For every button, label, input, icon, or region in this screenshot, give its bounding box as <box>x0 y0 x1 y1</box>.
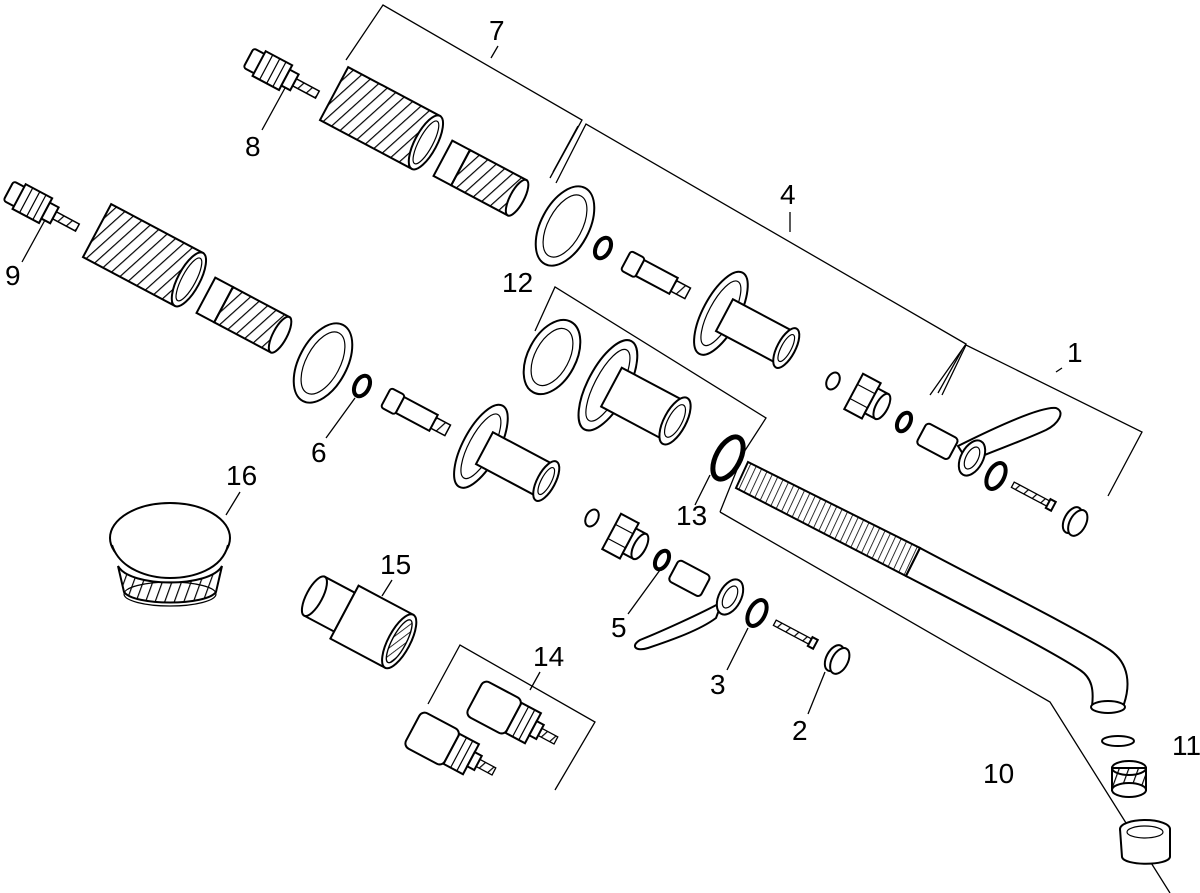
part-2-cap <box>823 644 851 675</box>
leader-2 <box>807 671 826 715</box>
group-7-sleeves-upper <box>318 65 530 217</box>
leader-6 <box>325 397 356 439</box>
leader-9 <box>21 219 46 263</box>
label-13: 13 <box>676 500 707 531</box>
part-12-ring <box>522 318 582 396</box>
part-10-spout <box>734 460 1129 714</box>
group-7-sleeves-lower <box>81 202 293 354</box>
lever-handle-lower <box>633 559 769 651</box>
part-15-adapter <box>300 575 418 670</box>
part-8-cartridge <box>243 48 321 100</box>
flat-ring-upper <box>534 185 596 267</box>
label-15: 15 <box>380 549 411 580</box>
part-3-o-ring <box>745 598 769 628</box>
washer-upper <box>825 371 841 391</box>
bracket-4 <box>555 123 967 396</box>
label-10: 10 <box>983 758 1014 789</box>
valve-body-upper <box>693 270 801 369</box>
label-3: 3 <box>710 669 726 700</box>
leader-8 <box>261 87 286 131</box>
o-ring-upper <box>592 235 614 261</box>
leader-7 <box>490 45 499 59</box>
screw-upper <box>1010 481 1058 513</box>
label-12: 12 <box>502 267 533 298</box>
leader-16 <box>225 491 241 516</box>
leader-14 <box>529 671 541 691</box>
part-9-cartridge <box>3 181 81 233</box>
part-5-o-ring <box>652 548 672 572</box>
cap-upper <box>1061 506 1089 537</box>
flat-ring-lower <box>292 322 354 404</box>
leader-1 <box>1055 367 1063 373</box>
label-5: 5 <box>611 612 627 643</box>
bracket-1 <box>941 344 1143 497</box>
bracket-14 <box>427 644 596 791</box>
part-11-aerator <box>1101 735 1171 865</box>
label-8: 8 <box>245 131 261 162</box>
hex-nut-lower <box>600 512 650 561</box>
leader-3 <box>726 627 749 671</box>
leader-15 <box>381 579 393 597</box>
label-16: 16 <box>226 460 257 491</box>
hex-nut-upper <box>842 372 892 421</box>
label-6: 6 <box>311 437 327 468</box>
leader-5 <box>627 569 661 615</box>
group-brackets <box>21 4 1171 893</box>
part-16-drain-plug <box>109 502 231 607</box>
label-11: 11 <box>1172 730 1200 761</box>
label-4: 4 <box>780 179 796 210</box>
label-1: 1 <box>1067 337 1083 368</box>
screw-lower <box>772 619 820 651</box>
part-13-o-ring <box>710 434 746 482</box>
part-6-o-ring <box>351 373 373 399</box>
valve-body-lower <box>453 403 561 502</box>
spout-body <box>577 339 692 446</box>
bracket-12 <box>534 286 767 453</box>
spindle-extension-lower <box>380 387 452 437</box>
label-9: 9 <box>5 260 21 291</box>
label-7: 7 <box>489 15 505 46</box>
o-ring-handle-upper <box>894 410 914 434</box>
leader-13 <box>694 474 711 506</box>
label-14: 14 <box>533 641 564 672</box>
spindle-extension-upper <box>620 250 692 300</box>
part-14-extension-lower <box>404 711 497 776</box>
part-1-lever-handle <box>916 406 1062 491</box>
part-14-extension-upper <box>466 680 559 745</box>
washer-lower <box>584 508 600 528</box>
label-2: 2 <box>792 715 808 746</box>
